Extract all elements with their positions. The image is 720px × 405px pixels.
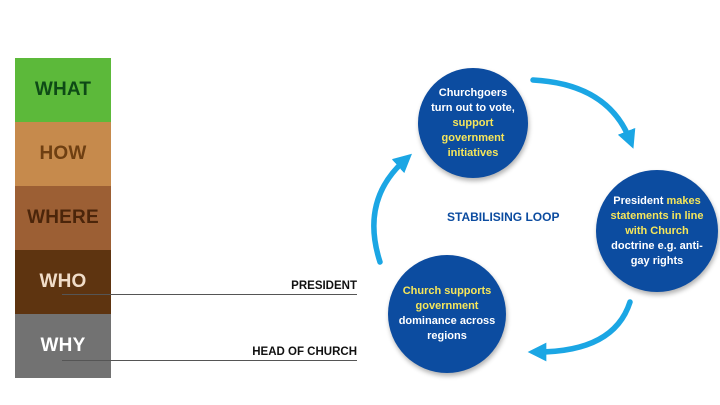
president-label: PRESIDENT xyxy=(291,280,357,292)
band-how: HOW xyxy=(15,122,111,186)
band-where: WHERE xyxy=(15,186,111,250)
head-of-church-label: HEAD OF CHURCH xyxy=(252,346,357,358)
node-president-statements: President makes statements in line with … xyxy=(596,170,718,292)
stabilising-loop-label: STABILISING LOOP xyxy=(447,210,560,224)
node-churchgoers-vote: Churchgoers turn out to vote, support go… xyxy=(418,68,528,178)
band-why: WHY xyxy=(15,314,111,378)
head-of-church-connector xyxy=(62,360,357,362)
arrow-bottom-to-top xyxy=(371,153,412,265)
band-who: WHO xyxy=(15,250,111,314)
node-church-supports: Church supports government dominance acr… xyxy=(388,255,506,373)
president-connector xyxy=(62,294,357,296)
arrow-top-to-right xyxy=(530,77,636,149)
band-what: WHAT xyxy=(15,58,111,122)
layer-stack: WHAT HOW WHERE WHO WHY xyxy=(15,58,111,378)
arrow-right-to-bottom xyxy=(527,299,633,362)
